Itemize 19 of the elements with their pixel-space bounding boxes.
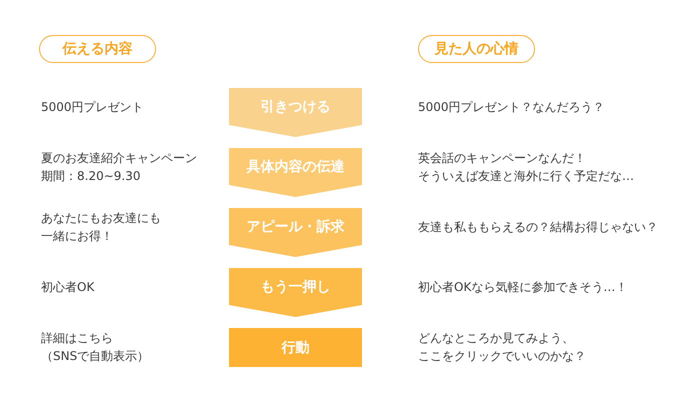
step-box: 行動 [229,328,362,367]
message-text: あなたにもお友達にも一緒にお得！ [41,210,162,245]
reaction-text: 初心者OKなら気軽に参加できそう…！ [418,279,628,296]
step-box: 具体内容の伝達 [229,148,362,197]
reaction-text: どんなところか見てみよう、ここをクリックでいいのかな？ [418,330,587,365]
reaction-text: 英会話のキャンペーンなんだ！そういえば友達と海外に行く予定だな… [418,150,634,185]
step-box: アピール・訴求 [229,208,362,257]
step-box: もう一押し [229,268,362,317]
column-heading-pill: 見た人の心情 [418,35,535,63]
reaction-text: 5000円プレゼント？なんだろう？ [418,99,605,116]
column-heading-pill: 伝える内容 [39,35,156,63]
step-box: 引きつける [229,88,362,137]
message-text: 詳細はこちら [41,330,113,347]
message-text: 夏のお友達紹介キャンペーン [41,150,197,167]
message-text: （SNSで自動表示） [41,348,150,365]
reaction-text: 友達も私ももらえるの？結構お得じゃない？ [418,219,658,236]
message-text: 期間：8.20~9.30 [41,168,140,185]
message-text: 5000円プレゼント [41,99,144,116]
message-text: 初心者OK [41,279,94,296]
